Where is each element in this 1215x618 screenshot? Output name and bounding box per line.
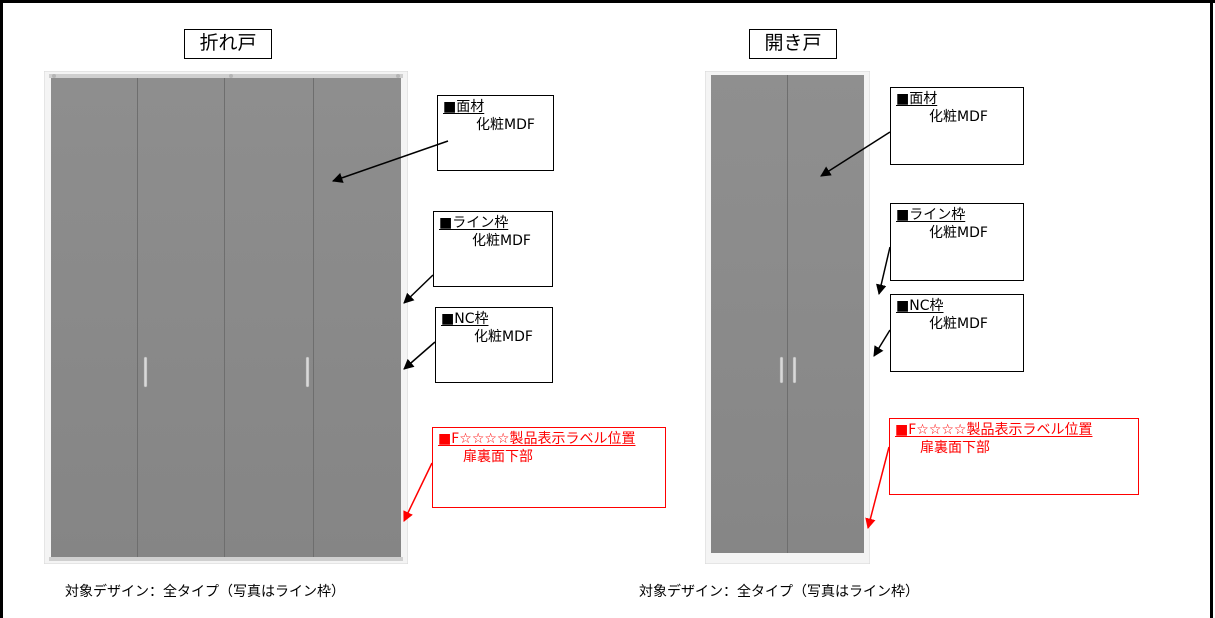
- callout-heading: ■面材: [896, 91, 938, 107]
- callout-heading: ■F☆☆☆☆製品表示ラベル位置: [438, 431, 636, 447]
- folding-handle-right: [305, 356, 310, 388]
- folding-panel-3: [225, 78, 313, 557]
- callout-heading: ■面材: [443, 99, 485, 115]
- callout-body: 化粧MDF: [929, 225, 988, 241]
- hinged-label-position-callout: ■F☆☆☆☆製品表示ラベル位置 扉裏面下部: [889, 418, 1139, 495]
- hinged-handle-left: [779, 356, 784, 384]
- callout-body: 扉裏面下部: [920, 440, 990, 456]
- callout-body: 化粧MDF: [929, 109, 988, 125]
- folding-label-position-callout: ■F☆☆☆☆製品表示ラベル位置 扉裏面下部: [432, 427, 666, 508]
- folding-handle-left: [143, 356, 148, 388]
- hinged-panel-right: [788, 75, 864, 553]
- folding-door-title: 折れ戸: [184, 29, 272, 59]
- hinged-door-image: [705, 71, 870, 564]
- callout-body: 扉裏面下部: [463, 449, 533, 465]
- callout-heading: ■NC枠: [896, 298, 944, 314]
- callout-heading: ■ライン枠: [896, 207, 966, 223]
- callout-heading: ■ライン枠: [439, 215, 509, 231]
- callout-body: 化粧MDF: [476, 117, 535, 133]
- hinged-face-material-callout: ■面材 化粧MDF: [890, 87, 1024, 165]
- folding-face-material-callout: ■面材 化粧MDF: [437, 95, 554, 171]
- hinged-line-frame-callout: ■ライン枠 化粧MDF: [890, 203, 1024, 281]
- folding-door-caption: 対象デザイン：全タイプ（写真はライン枠）: [65, 584, 345, 600]
- hinged-panel-left: [711, 75, 787, 553]
- hinged-handle-right: [792, 356, 797, 384]
- callout-body: 化粧MDF: [474, 329, 533, 345]
- hinged-nc-frame-callout: ■NC枠 化粧MDF: [890, 294, 1024, 372]
- folding-panel-2: [138, 78, 224, 557]
- callout-body: 化粧MDF: [472, 233, 531, 249]
- folding-line-frame-callout: ■ライン枠 化粧MDF: [433, 211, 553, 287]
- folding-panel-1: [51, 78, 137, 557]
- callout-heading: ■NC枠: [441, 311, 489, 327]
- hinged-door-caption: 対象デザイン：全タイプ（写真はライン枠）: [639, 584, 919, 600]
- folding-nc-frame-callout: ■NC枠 化粧MDF: [435, 307, 553, 383]
- folding-panel-4: [314, 78, 401, 557]
- hinged-door-title: 開き戸: [749, 29, 837, 59]
- callout-body: 化粧MDF: [929, 316, 988, 332]
- folding-door-image: [44, 71, 408, 564]
- callout-heading: ■F☆☆☆☆製品表示ラベル位置: [895, 422, 1093, 438]
